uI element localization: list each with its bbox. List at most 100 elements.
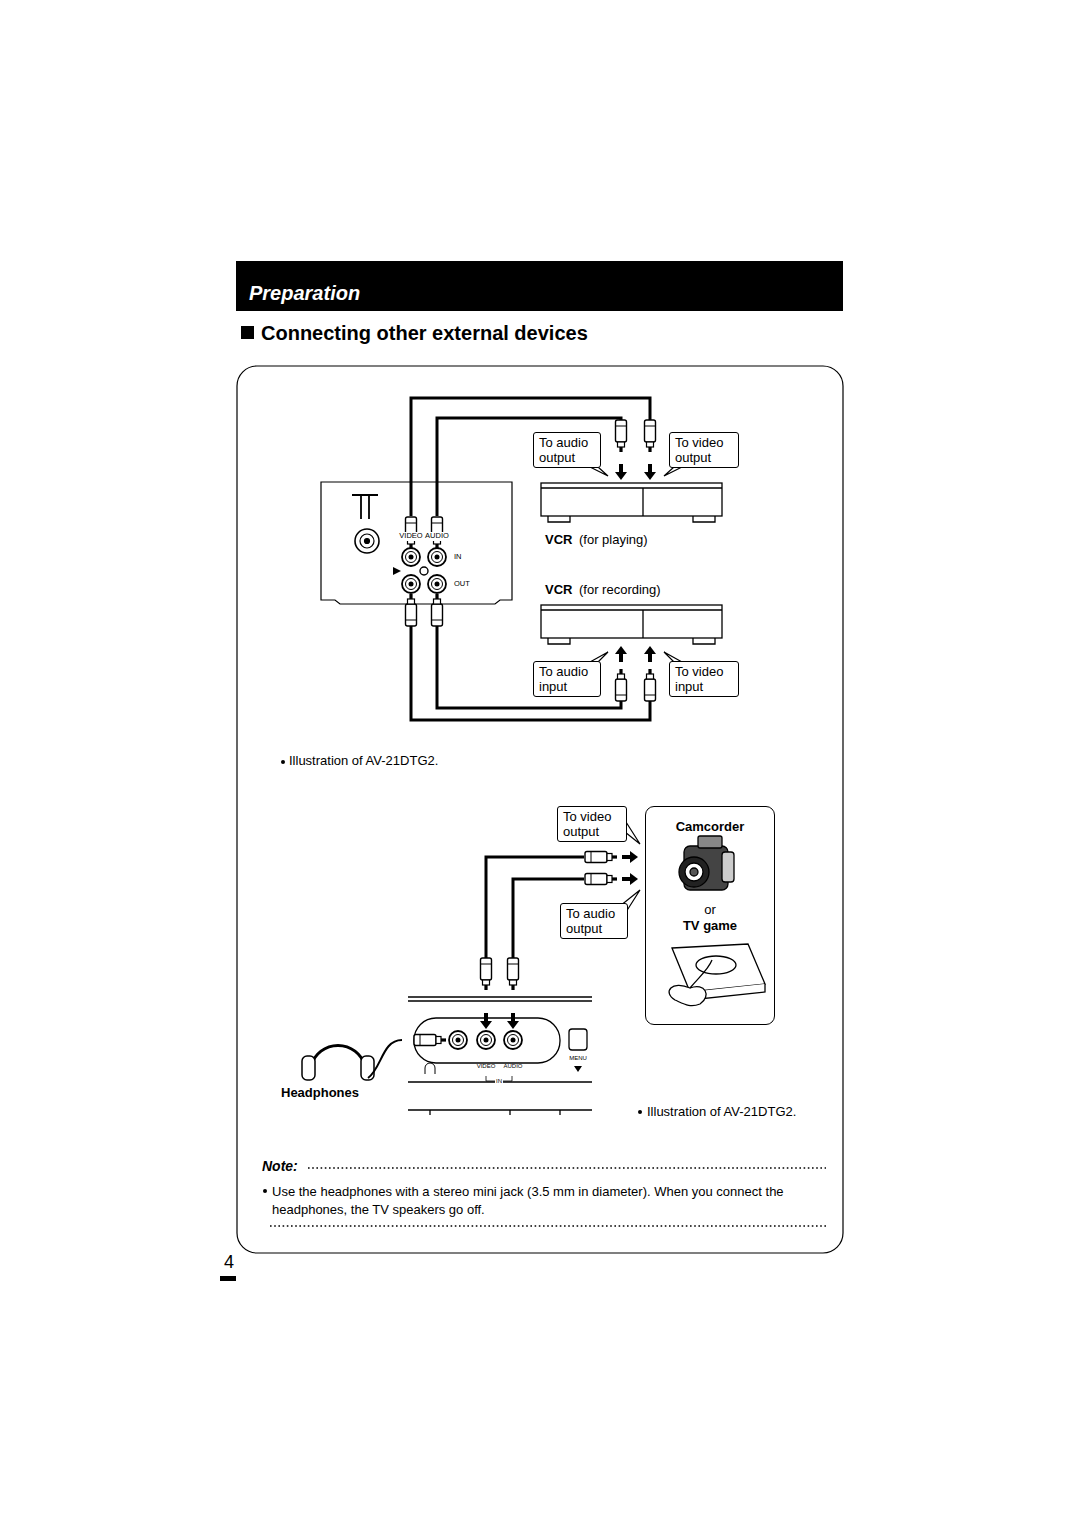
headphones-drawing: [361, 1056, 374, 1080]
arrow: [644, 464, 656, 480]
arrow: [622, 873, 638, 885]
video-in-jack: [477, 1031, 495, 1049]
vcr: [541, 483, 722, 644]
bullet: [281, 760, 285, 764]
callout-box: To audio input: [533, 661, 601, 697]
device-box: Camcorder orTV game: [645, 806, 775, 1025]
tv-front: [414, 1018, 560, 1063]
arrow: [480, 1013, 492, 1029]
note-text: Use the headphones with a stereo mini ja…: [272, 1183, 832, 1219]
plug: [508, 958, 519, 990]
plug: [645, 420, 656, 452]
back-panel: [321, 482, 512, 604]
tv-game-drawing: [690, 960, 712, 988]
tv-front: [408, 997, 592, 1001]
audio-in-jack: [428, 548, 446, 566]
terminal-label: IN: [495, 1078, 503, 1085]
headphones-drawing: [311, 1045, 365, 1066]
illustration-note: Illustration of AV-21DTG2.: [647, 1105, 796, 1120]
tv-front: [408, 1082, 592, 1115]
callout-text: To video output: [675, 435, 733, 465]
page-number: 4: [224, 1252, 234, 1273]
callout-text: To audio output: [566, 906, 622, 936]
section-title: Preparation: [249, 282, 360, 305]
plug: [406, 594, 417, 626]
tv-front: [569, 1029, 587, 1050]
video-in-jack: [402, 548, 420, 566]
device-label: TV game: [646, 918, 774, 933]
heading: Connecting other external devices: [261, 322, 588, 345]
arrow: [615, 646, 627, 662]
illustration-note: Illustration of AV-21DTG2.: [289, 754, 438, 769]
device-note: (for recording): [579, 583, 661, 598]
menu-arrow: [574, 1066, 582, 1072]
device-name: VCR: [545, 533, 572, 548]
page-bar: [220, 1276, 236, 1281]
terminal-label: AUDIO: [503, 1063, 522, 1070]
heading-bullet: [241, 326, 254, 339]
plug: [432, 594, 443, 626]
dotted-rule: [308, 1167, 826, 1169]
video-out-jack: [402, 575, 420, 593]
plug: [585, 874, 617, 885]
terminal-label: IN: [454, 553, 462, 562]
back-panel: [321, 482, 512, 604]
vcr: [541, 488, 722, 522]
callout-text: To audio output: [539, 435, 595, 465]
callout-text: To video input: [675, 664, 733, 694]
arrow: [507, 1013, 519, 1029]
callout-text: To audio input: [539, 664, 595, 694]
header-band: Preparation: [236, 261, 843, 311]
audio-out-jack: [428, 575, 446, 593]
tv-game-drawing: [669, 985, 706, 1005]
plug: [616, 669, 627, 701]
plug: [585, 852, 617, 863]
callout-tail: [664, 467, 682, 476]
headphones-drawing: [368, 1040, 402, 1078]
part-name: Headphones: [281, 1086, 359, 1101]
audio-in-jack: [504, 1031, 522, 1049]
tv-game-drawing: [696, 956, 736, 974]
camcorder-drawing: [722, 852, 734, 882]
tv-game-drawing: [669, 944, 765, 1006]
device-label: or: [646, 902, 774, 917]
terminal-label: VIDEO: [477, 1063, 496, 1070]
arrow: [615, 464, 627, 480]
arrow: [622, 851, 638, 863]
cable: [411, 626, 650, 720]
headphones-drawing: [302, 1056, 315, 1080]
tv-front: [425, 1063, 435, 1074]
back-panel: [393, 567, 401, 575]
plug: [616, 420, 627, 452]
back-panel: [365, 539, 370, 544]
bullet: [263, 1189, 267, 1193]
plug: [414, 1035, 446, 1046]
callout-text: To video output: [563, 809, 621, 839]
note-heading: Note:: [262, 1158, 298, 1174]
camcorder-drawing: [690, 868, 698, 876]
callout-tail: [590, 467, 608, 476]
cable: [411, 398, 650, 720]
dotted-rule: [270, 1225, 826, 1227]
back-panel: [352, 495, 378, 519]
device-label: Camcorder: [646, 819, 774, 834]
bullet: [638, 1110, 642, 1114]
device-note: (for playing): [579, 533, 648, 548]
callout-box: To audio output: [533, 432, 601, 468]
vcr: [541, 610, 722, 644]
callout-box: To video output: [557, 806, 627, 842]
frame: [237, 366, 843, 1253]
back-panel: [360, 534, 374, 548]
device-name: VCR: [545, 583, 572, 598]
callout-box: To video output: [669, 432, 739, 468]
button-label: MENU: [569, 1055, 587, 1062]
terminal-label: VIDEO: [398, 532, 423, 541]
callout-box: To video input: [669, 661, 739, 697]
camcorder-drawing: [679, 836, 734, 890]
terminal-label: OUT: [454, 580, 470, 589]
camcorder-drawing: [679, 857, 709, 887]
headphone-jack: [449, 1031, 467, 1049]
callout-box: To audio output: [560, 903, 628, 939]
